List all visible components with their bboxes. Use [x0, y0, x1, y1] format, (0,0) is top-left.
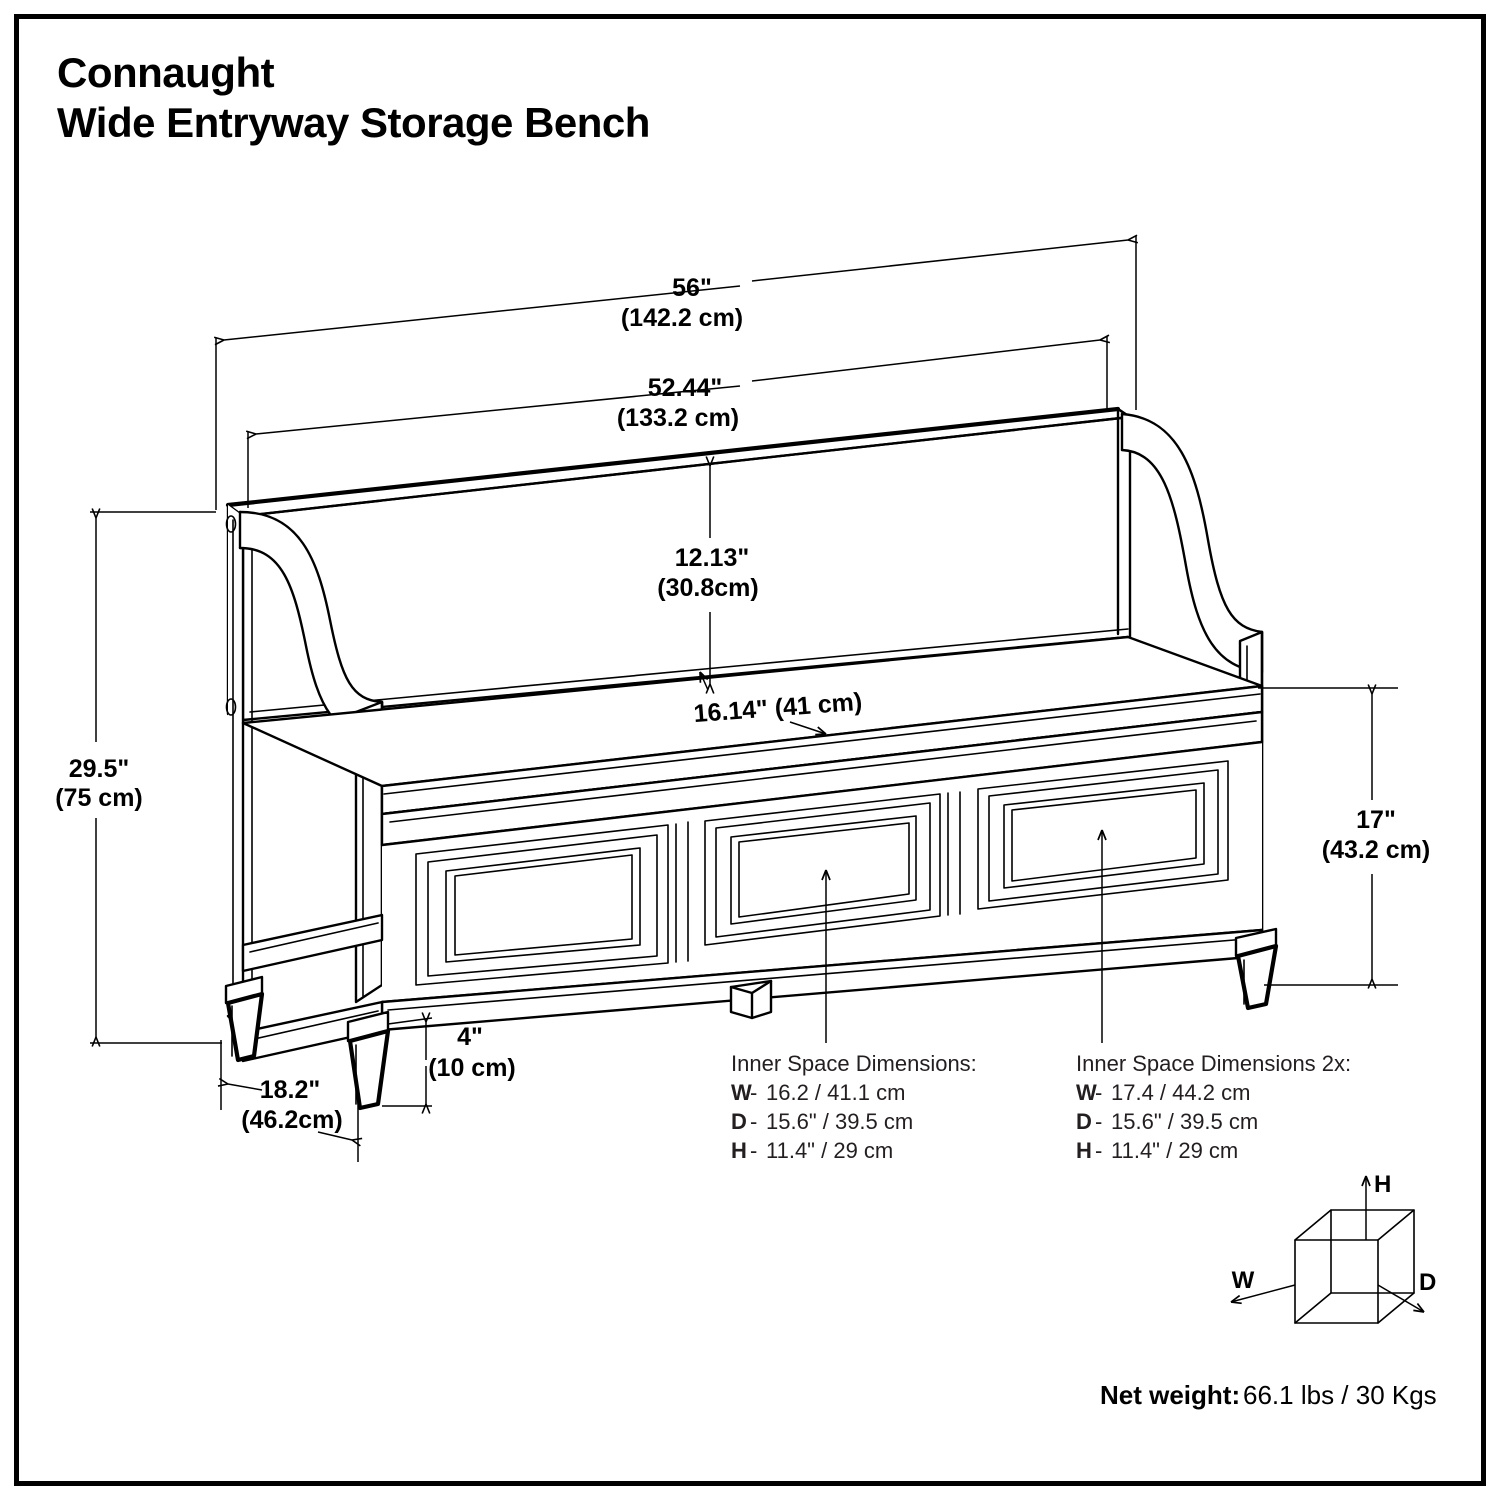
back-height-metric: (30.8cm) [657, 574, 758, 602]
bench-illustration [224, 406, 1279, 1111]
inner-space-2-row-1-sep: - [1095, 1109, 1102, 1134]
back-height-imperial: 12.13" [675, 544, 749, 572]
bench-leg-rear-left [224, 975, 265, 1063]
inner-space-1-row-0-sep: - [750, 1080, 757, 1105]
inner-space-1-row-2-value: 11.4" / 29 cm [766, 1138, 893, 1163]
leg-height-metric: (10 cm) [428, 1054, 516, 1082]
inner-space-1-row-2-key: H [731, 1138, 747, 1163]
inner-space-1-heading: Inner Space Dimensions: [731, 1051, 977, 1076]
leg-height-imperial: 4" [457, 1023, 483, 1051]
seat-height-metric: (43.2 cm) [1322, 836, 1430, 864]
inner-space-2-row-2-sep: - [1095, 1138, 1102, 1163]
front-panel-right [977, 760, 1229, 910]
inner-space-leader-lines [821, 829, 1107, 1043]
overall-height-metric: (75 cm) [55, 784, 143, 812]
inner-space-2-row-1-value: 15.6" / 39.5 cm [1111, 1109, 1258, 1134]
inner-width-metric: (133.2 cm) [617, 404, 739, 432]
legend-depth-label: D [1419, 1269, 1436, 1296]
inner-space-1-row-0-value: 16.2 / 41.1 cm [766, 1080, 905, 1105]
front-panel-center [704, 793, 941, 946]
inner-space-1-row-1-key: D [731, 1109, 747, 1134]
legend-width-label: W [1232, 1267, 1255, 1294]
dimension-leg-height: 4" (10 cm) [382, 1012, 516, 1114]
inner-space-dimensions-2: Inner Space Dimensions 2x: W - 17.4 / 44… [1076, 1051, 1351, 1163]
dimension-inner-width: 52.44" (133.2 cm) [245, 334, 1111, 508]
bench-leg-center-support [729, 979, 773, 1020]
inner-space-2-row-0-value: 17.4 / 44.2 cm [1111, 1080, 1250, 1105]
net-weight-block: Net weight: 66.1 lbs / 30 Kgs [1100, 1380, 1437, 1410]
legend-height-label: H [1374, 1171, 1391, 1198]
inner-space-2-row-1-key: D [1076, 1109, 1092, 1134]
overall-depth-imperial: 18.2" [260, 1076, 321, 1104]
inner-space-1-row-2-sep: - [750, 1138, 757, 1163]
dimension-overall-width: 56" (142.2 cm) [213, 234, 1139, 510]
product-name: Connaught [57, 49, 275, 96]
product-subtitle: Wide Entryway Storage Bench [57, 99, 650, 146]
net-weight-value: 66.1 lbs / 30 Kgs [1243, 1380, 1437, 1410]
overall-width-metric: (142.2 cm) [621, 304, 743, 332]
bench-backrest [225, 406, 1132, 725]
overall-width-imperial: 56" [672, 274, 712, 302]
inner-space-2-row-0-sep: - [1095, 1080, 1102, 1105]
inner-space-1-row-1-value: 15.6" / 39.5 cm [766, 1109, 913, 1134]
bench-bottom-rail [241, 913, 1264, 1063]
bench-leg-front-left [346, 1010, 391, 1111]
overall-height-imperial: 29.5" [69, 755, 130, 783]
inner-space-dimensions-1: Inner Space Dimensions: W - 16.2 / 41.1 … [731, 1051, 977, 1163]
dimension-seat-height: 17" (43.2 cm) [1258, 684, 1430, 989]
page-title: Connaught Wide Entryway Storage Bench [57, 48, 957, 148]
inner-space-1-row-0-key: W [731, 1080, 752, 1105]
dimension-back-height: 12.13" (30.8cm) [657, 456, 759, 694]
inner-width-imperial: 52.44" [648, 374, 722, 402]
seat-height-imperial: 17" [1356, 806, 1396, 834]
legend-cube-icon [1294, 1209, 1415, 1324]
front-panel-left [415, 824, 669, 986]
overall-depth-metric: (46.2cm) [241, 1106, 342, 1134]
inner-space-2-heading: Inner Space Dimensions 2x: [1076, 1051, 1351, 1076]
net-weight-label: Net weight: [1100, 1380, 1240, 1410]
inner-space-2-row-0-key: W [1076, 1080, 1097, 1105]
inner-space-1-row-1-sep: - [750, 1109, 757, 1134]
inner-space-2-row-2-value: 11.4" / 29 cm [1111, 1138, 1238, 1163]
wdh-axis-legend: H W D [1230, 1171, 1436, 1324]
bench-leg-front-right [1234, 927, 1279, 1011]
inner-space-2-row-2-key: H [1076, 1138, 1092, 1163]
dimension-overall-depth: 18.2" (46.2cm) [217, 1040, 363, 1162]
dimension-overall-height: 29.5" (75 cm) [55, 508, 222, 1047]
